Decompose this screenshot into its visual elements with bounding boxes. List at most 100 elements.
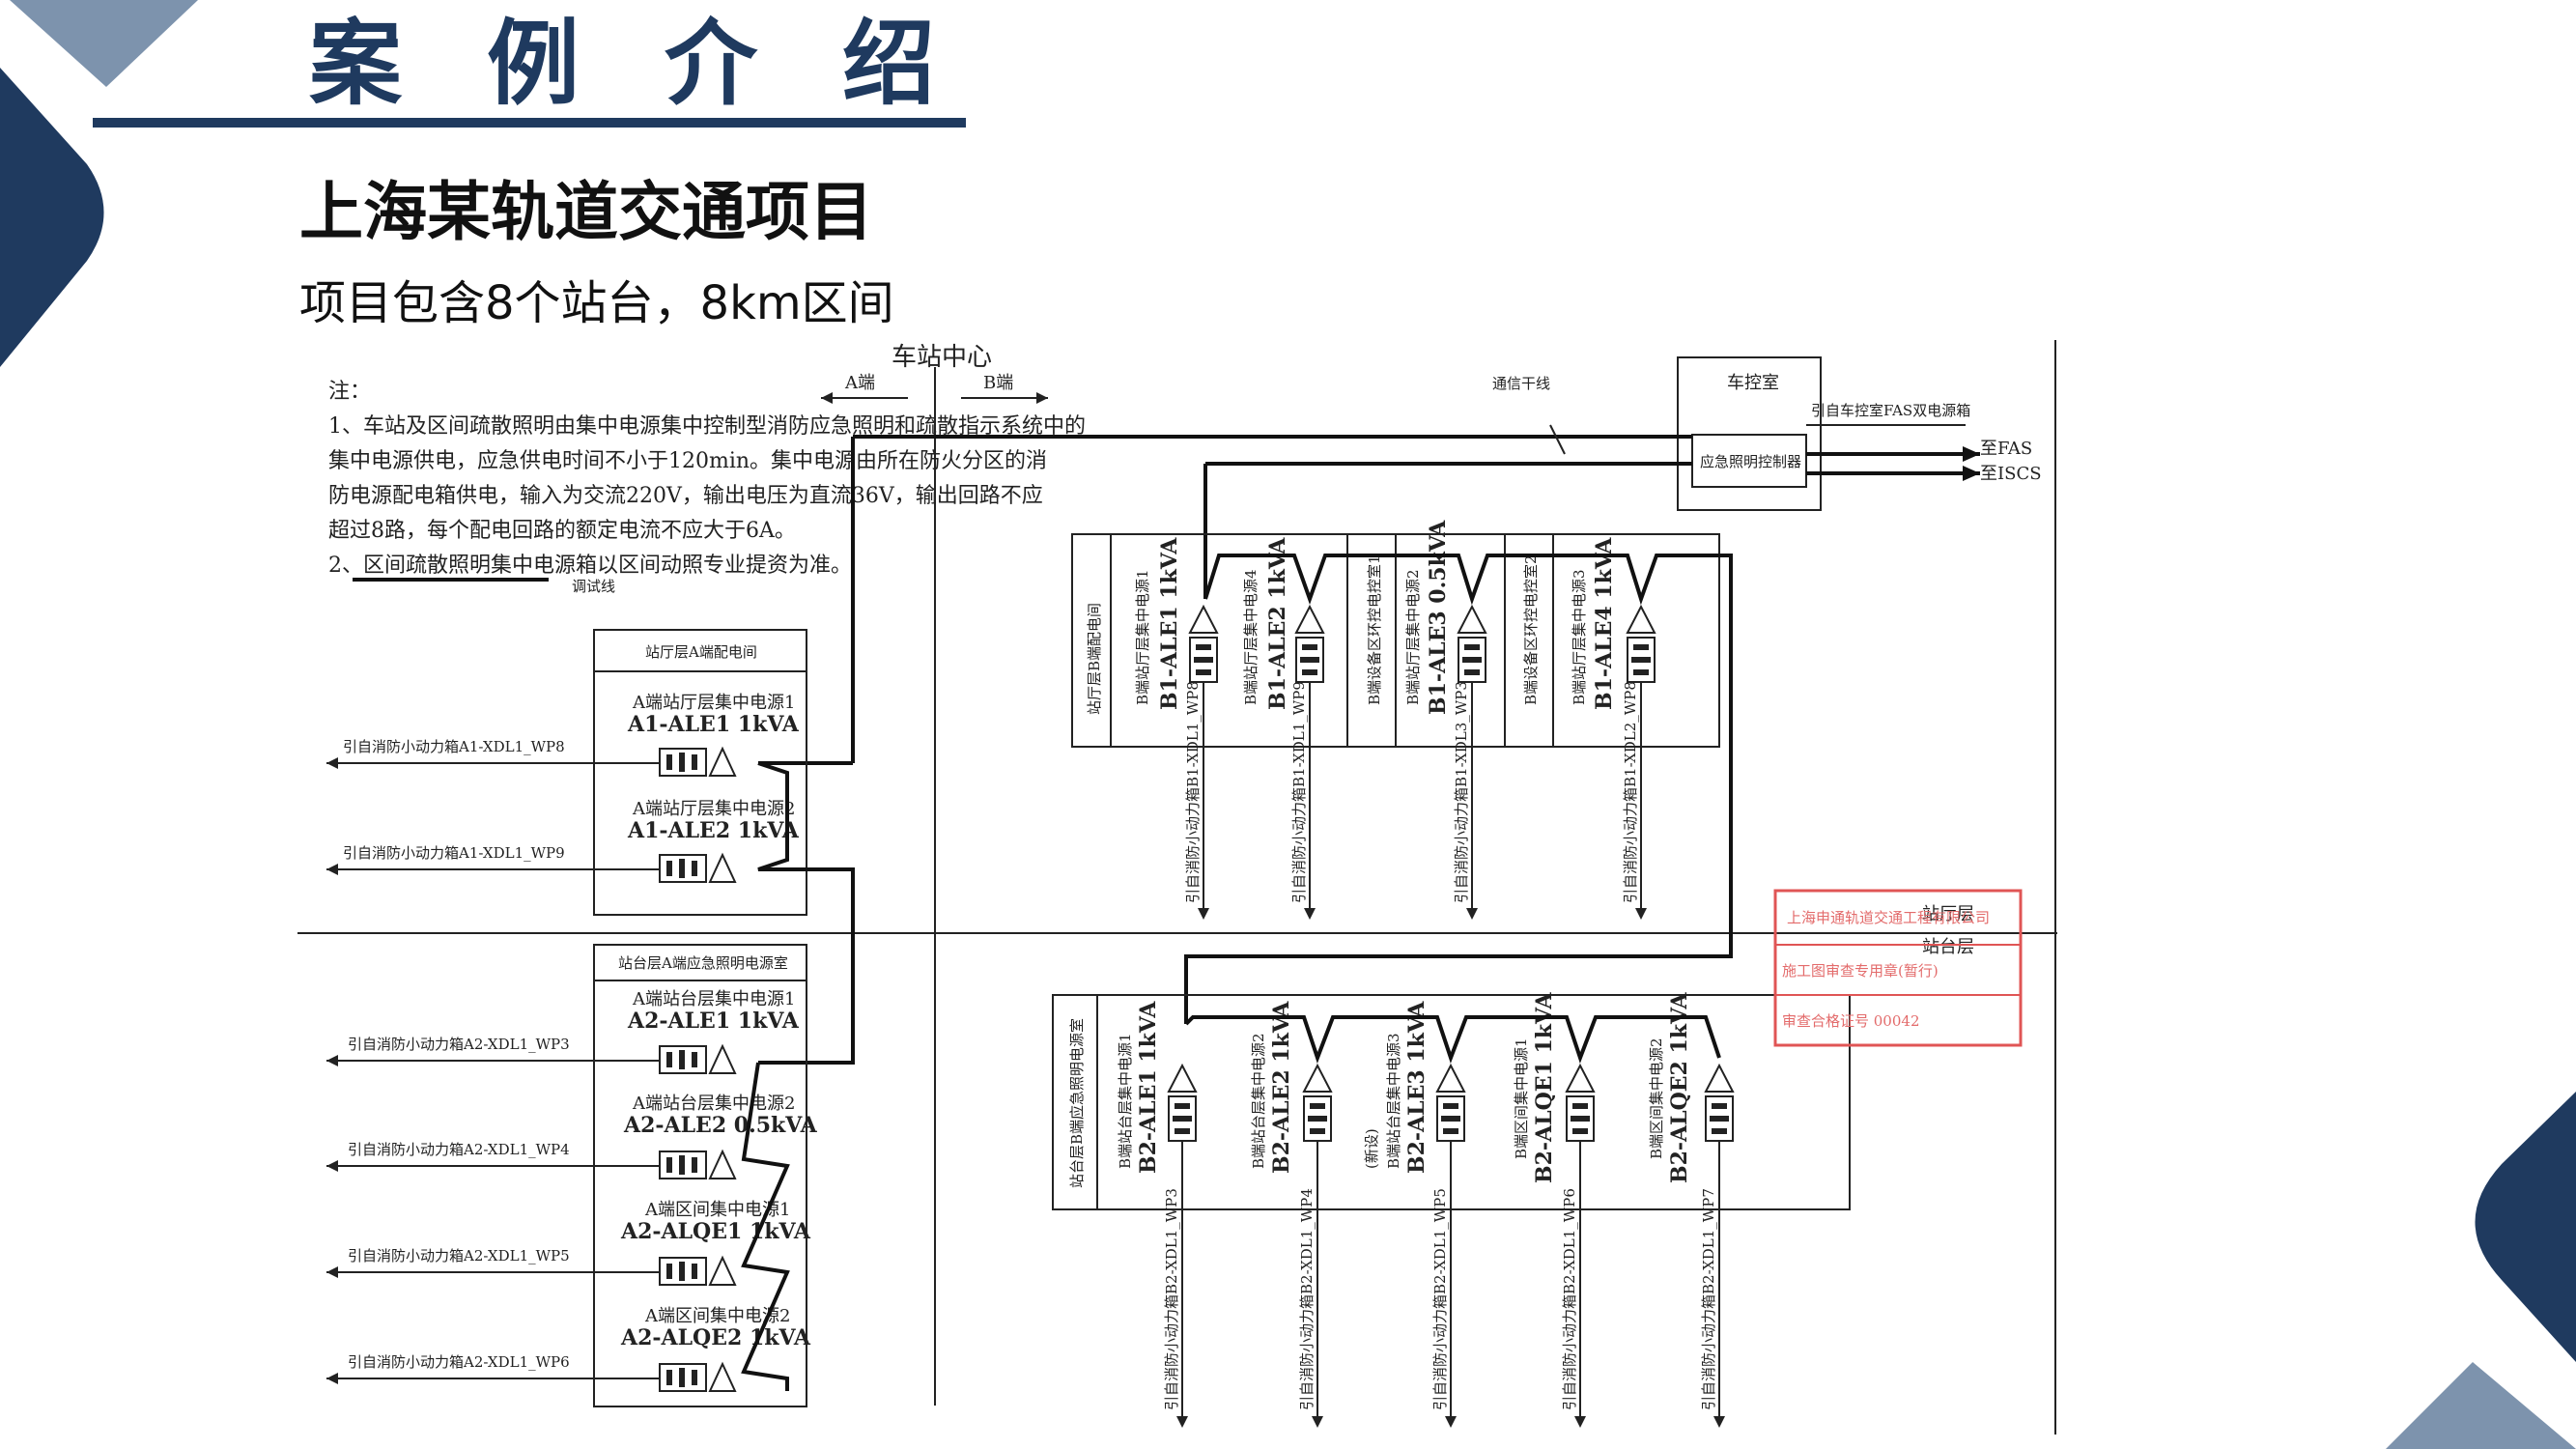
- corner-chevron-left: [0, 68, 104, 367]
- b-platform-unit-3-feeder: 引自消防小动力箱B2-XDL1_WP5: [1431, 1188, 1449, 1410]
- svg-text:B端站台层集中电源3: B端站台层集中电源3: [1385, 1033, 1402, 1169]
- a-platform-unit-2-symbol: [659, 1149, 737, 1179]
- a-hall-unit-1-name: A端站厅层集中电源1: [632, 693, 795, 713]
- b-hall-unit-1: B端站厅层集中电源1 B1-ALE1 1kVA 引自消防小动力箱B1-XDL1_…: [1134, 537, 1219, 920]
- b-platform-unit-1-model: B2-ALE1 1kVA: [1136, 1001, 1161, 1174]
- a-hall-unit-1-model: A1-ALE1 1kVA: [627, 712, 800, 737]
- floor-label-platform: 站台层: [1922, 937, 1974, 957]
- notes-line-5: 2、区间疏散照明集中电源箱以区间动照专业提资为准。: [328, 554, 852, 578]
- b-platform-unit-3-model: B2-ALE3 1kVA: [1404, 1001, 1430, 1174]
- corner-triangle-bottom-right: [2386, 1362, 2576, 1449]
- notes-line-3: 防电源配电箱供电，输入为交流220V，输出电压为直流36V，输出回路不应: [328, 484, 1043, 508]
- a-platform-unit-4-feeder-arrow: [326, 1373, 338, 1384]
- b-hall-unit-4-feeder: 引自消防小动力箱B1-XDL2_WP8: [1622, 681, 1639, 903]
- b-platform-unit-1-feeder: 引自消防小动力箱B2-XDL1_WP3: [1163, 1188, 1180, 1410]
- b-platform-unit-3: (新设) B端站台层集中电源3 B2-ALE3 1kVA 引自消防小动力箱B2-…: [1363, 1001, 1466, 1428]
- a-platform-unit-1-name: A端站台层集中电源1: [632, 989, 795, 1009]
- corner-chevron-right: [2475, 1092, 2576, 1362]
- a-platform-unit-4-feeder: 引自消防小动力箱A2-XDL1_WP6: [348, 1353, 570, 1371]
- b-hall-room-env-1: B端设备区环控电控室1: [1366, 554, 1383, 705]
- b-platform-unit-2-feeder: 引自消防小动力箱B2-XDL1_WP4: [1298, 1188, 1316, 1410]
- a-platform-comm-loop: [741, 1062, 790, 1391]
- b-platform-unit-5: B端区间集中电源2 B2-ALQE2 1kVA 引自消防小动力箱B2-XDL1_…: [1648, 992, 1735, 1428]
- a-hall-unit-2-feeder: 引自消防小动力箱A1-XDL1_WP9: [343, 844, 565, 862]
- a-platform-unit-1-feeder-arrow: [326, 1055, 338, 1066]
- b-hall-unit-1-model: B1-ALE1 1kVA: [1157, 537, 1182, 710]
- b-hall-unit-3-feeder: 引自消防小动力箱B1-XDL3_WP3: [1453, 681, 1470, 903]
- b-hall-unit-4-model: B1-ALE4 1kVA: [1592, 537, 1617, 710]
- b-hall-unit-3: B端站厅层集中电源2 B1-ALE3 0.5kVA 引自消防小动力箱B1-XDL…: [1404, 520, 1487, 920]
- b-hall-comm-loop: [1184, 554, 1733, 1024]
- a-platform-unit-3-name: A端区间集中电源1: [644, 1200, 790, 1220]
- b-platform-unit-4-model: B2-ALQE1 1kVA: [1532, 992, 1557, 1183]
- a-platform-unit-3-model: A2-ALQE1 1kVA: [620, 1219, 811, 1244]
- a-hall-room-title: 站厅层A端配电间: [645, 643, 757, 661]
- b-platform-unit-4: B端区间集中电源1 B2-ALQE1 1kVA 引自消防小动力箱B2-XDL1_…: [1513, 992, 1596, 1428]
- a-end-arrow-head: [821, 392, 833, 404]
- b-hall-unit-2: B端站厅层集中电源4 B1-ALE2 1kVA 引自消防小动力箱B1-XDL1_…: [1242, 537, 1325, 920]
- a-platform-unit-4-name: A端区间集中电源2: [644, 1306, 790, 1326]
- b-platform-unit-2-model: B2-ALE2 1kVA: [1269, 1001, 1294, 1174]
- svg-text:B端站厅层集中电源2: B端站厅层集中电源2: [1404, 569, 1422, 705]
- a-hall-unit-2-feeder-arrow: [326, 864, 338, 875]
- b-hall-room-env-2: B端设备区环控电控室2: [1522, 554, 1540, 705]
- b-platform-unit-3-tag: (新设): [1363, 1128, 1380, 1169]
- notes-line-1: 1、车站及区间疏散照明由集中电源集中控制型消防应急照明和疏散指示系统中的: [328, 414, 1086, 439]
- a-platform-unit-2-feeder: 引自消防小动力箱A2-XDL1_WP4: [348, 1141, 570, 1158]
- a-hall-unit-2-name: A端站厅层集中电源2: [632, 799, 795, 819]
- review-stamp: 上海申通轨道交通工程有限公司 施工图审查专用章(暂行) 审查合格证号 00042: [1773, 889, 2023, 1047]
- b-hall-unit-2-feeder: 引自消防小动力箱B1-XDL1_WP9: [1290, 681, 1308, 903]
- a-hall-room-box: [593, 629, 807, 916]
- svg-text:B端区间集中电源2: B端区间集中电源2: [1648, 1037, 1665, 1159]
- svg-text:B端站台层集中电源2: B端站台层集中电源2: [1250, 1033, 1267, 1169]
- svg-text:B端站厅层集中电源3: B端站厅层集中电源3: [1571, 569, 1588, 705]
- corner-triangle-top-left: [10, 0, 198, 87]
- a-hall-unit-1-feeder: 引自消防小动力箱A1-XDL1_WP8: [343, 738, 565, 755]
- notes-line-4: 超过8路，每个配电回路的额定电流不应大于6A。: [328, 519, 796, 543]
- output-arrow-fas: [1963, 446, 1980, 462]
- a-platform-room-box: [593, 944, 807, 1407]
- a-hall-unit-1-feeder-arrow: [326, 757, 338, 769]
- a-hall-comm-loop: [757, 761, 855, 1065]
- a-platform-unit-1-symbol: [659, 1043, 737, 1074]
- output-label-iscs: 至ISCS: [1980, 464, 2042, 484]
- a-hall-unit-1-symbol: [659, 746, 737, 777]
- controller-box: [1691, 434, 1807, 488]
- station-center-label: 车站中心: [892, 343, 992, 372]
- controller-label: 应急照明控制器: [1700, 453, 1801, 470]
- a-platform-unit-3-feeder: 引自消防小动力箱A2-XDL1_WP5: [348, 1247, 570, 1264]
- comm-trunk-label: 通信干线: [1492, 375, 1550, 392]
- fas-source-label: 引自车控室FAS双电源箱: [1811, 402, 1970, 419]
- svg-text:B端区间集中电源1: B端区间集中电源1: [1513, 1037, 1530, 1159]
- b-hall-unit-3-model: B1-ALE3 0.5kVA: [1426, 520, 1451, 715]
- a-platform-unit-2-name: A端站台层集中电源2: [632, 1094, 795, 1114]
- b-platform-unit-1: B端站台层集中电源1 B2-ALE1 1kVA 引自消防小动力箱B2-XDL1_…: [1117, 1001, 1198, 1428]
- project-heading: 上海某轨道交通项目: [299, 175, 873, 249]
- a-platform-unit-3-feeder-arrow: [326, 1266, 338, 1278]
- note-tag: 调试线: [572, 578, 615, 595]
- control-room-box: [1677, 356, 1822, 511]
- output-label-fas: 至FAS: [1980, 439, 2032, 459]
- b-hall-unit-2-model: B1-ALE2 1kVA: [1265, 537, 1290, 710]
- slide-title: 案例介绍: [309, 10, 1020, 118]
- project-subheading: 项目包含8个站台，8km区间: [299, 276, 894, 330]
- a-hall-unit-2-symbol: [659, 852, 737, 883]
- svg-text:B端站台层集中电源1: B端站台层集中电源1: [1117, 1033, 1134, 1169]
- b-end-label: B端: [983, 373, 1013, 393]
- a-platform-unit-4-model: A2-ALQE2 1kVA: [620, 1325, 811, 1350]
- b-platform-unit-4-feeder: 引自消防小动力箱B2-XDL1_WP6: [1561, 1188, 1578, 1410]
- svg-text:B端站厅层集中电源1: B端站厅层集中电源1: [1134, 569, 1151, 705]
- b-hall-unit-4: B端站厅层集中电源3 B1-ALE4 1kVA 引自消防小动力箱B1-XDL2_…: [1571, 537, 1656, 920]
- a-end-label: A端: [844, 373, 875, 393]
- output-arrow-iscs: [1963, 466, 1980, 481]
- b-hall-room-title: 站厅层B端配电间: [1086, 603, 1103, 715]
- a-platform-unit-1-model: A2-ALE1 1kVA: [627, 1009, 800, 1034]
- a-platform-unit-1-feeder: 引自消防小动力箱A2-XDL1_WP3: [348, 1036, 570, 1053]
- svg-text:B端站厅层集中电源4: B端站厅层集中电源4: [1242, 569, 1260, 705]
- b-platform-unit-5-feeder: 引自消防小动力箱B2-XDL1_WP7: [1700, 1188, 1717, 1410]
- control-room-title: 车控室: [1727, 373, 1779, 393]
- comm-trunk-tick: [1549, 424, 1566, 455]
- a-platform-unit-2-model: A2-ALE2 0.5kVA: [623, 1113, 818, 1138]
